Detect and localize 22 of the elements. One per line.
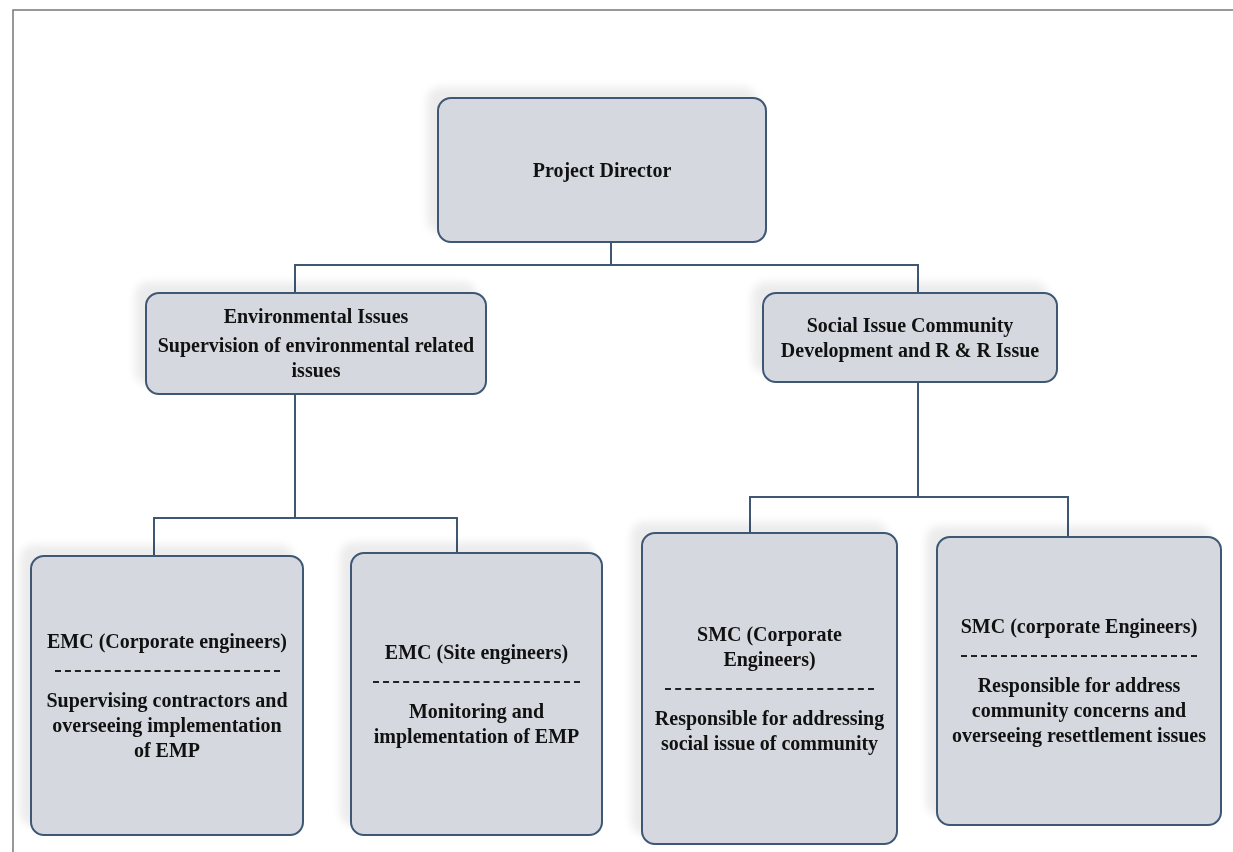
role-title: SMC (Corporate Engineers) <box>696 621 843 672</box>
role-description: Responsible for address community concerns and overseeing resettlement issues <box>951 673 1207 748</box>
role-box <box>762 292 1058 383</box>
connector-line <box>294 394 458 553</box>
role-box <box>641 532 898 845</box>
connector-line <box>610 242 919 293</box>
connector-line <box>917 382 1069 537</box>
role-description: Supervision of environmental related issues <box>157 333 475 383</box>
role-description: Supervising contractors and overseeing implementation of EMP <box>45 687 289 763</box>
role-box <box>30 555 304 836</box>
role-box <box>936 536 1222 826</box>
role-title: Environmental Issues <box>223 304 409 329</box>
role-description: Monitoring and implementation of EMP <box>372 698 581 749</box>
role-title: Social Issue Community Development and R & R Issue <box>779 312 1041 363</box>
role-title: EMC (Site engineers) <box>384 639 569 665</box>
role-box <box>145 292 487 395</box>
role-box <box>350 552 603 836</box>
role-title: SMC (corporate Engineers) <box>960 614 1198 639</box>
role-description: Responsible for addressing social issue of community <box>653 705 886 756</box>
role-title: Project Director <box>532 157 672 183</box>
role-box <box>437 97 767 243</box>
role-title: EMC (Corporate engineers) <box>47 628 287 654</box>
